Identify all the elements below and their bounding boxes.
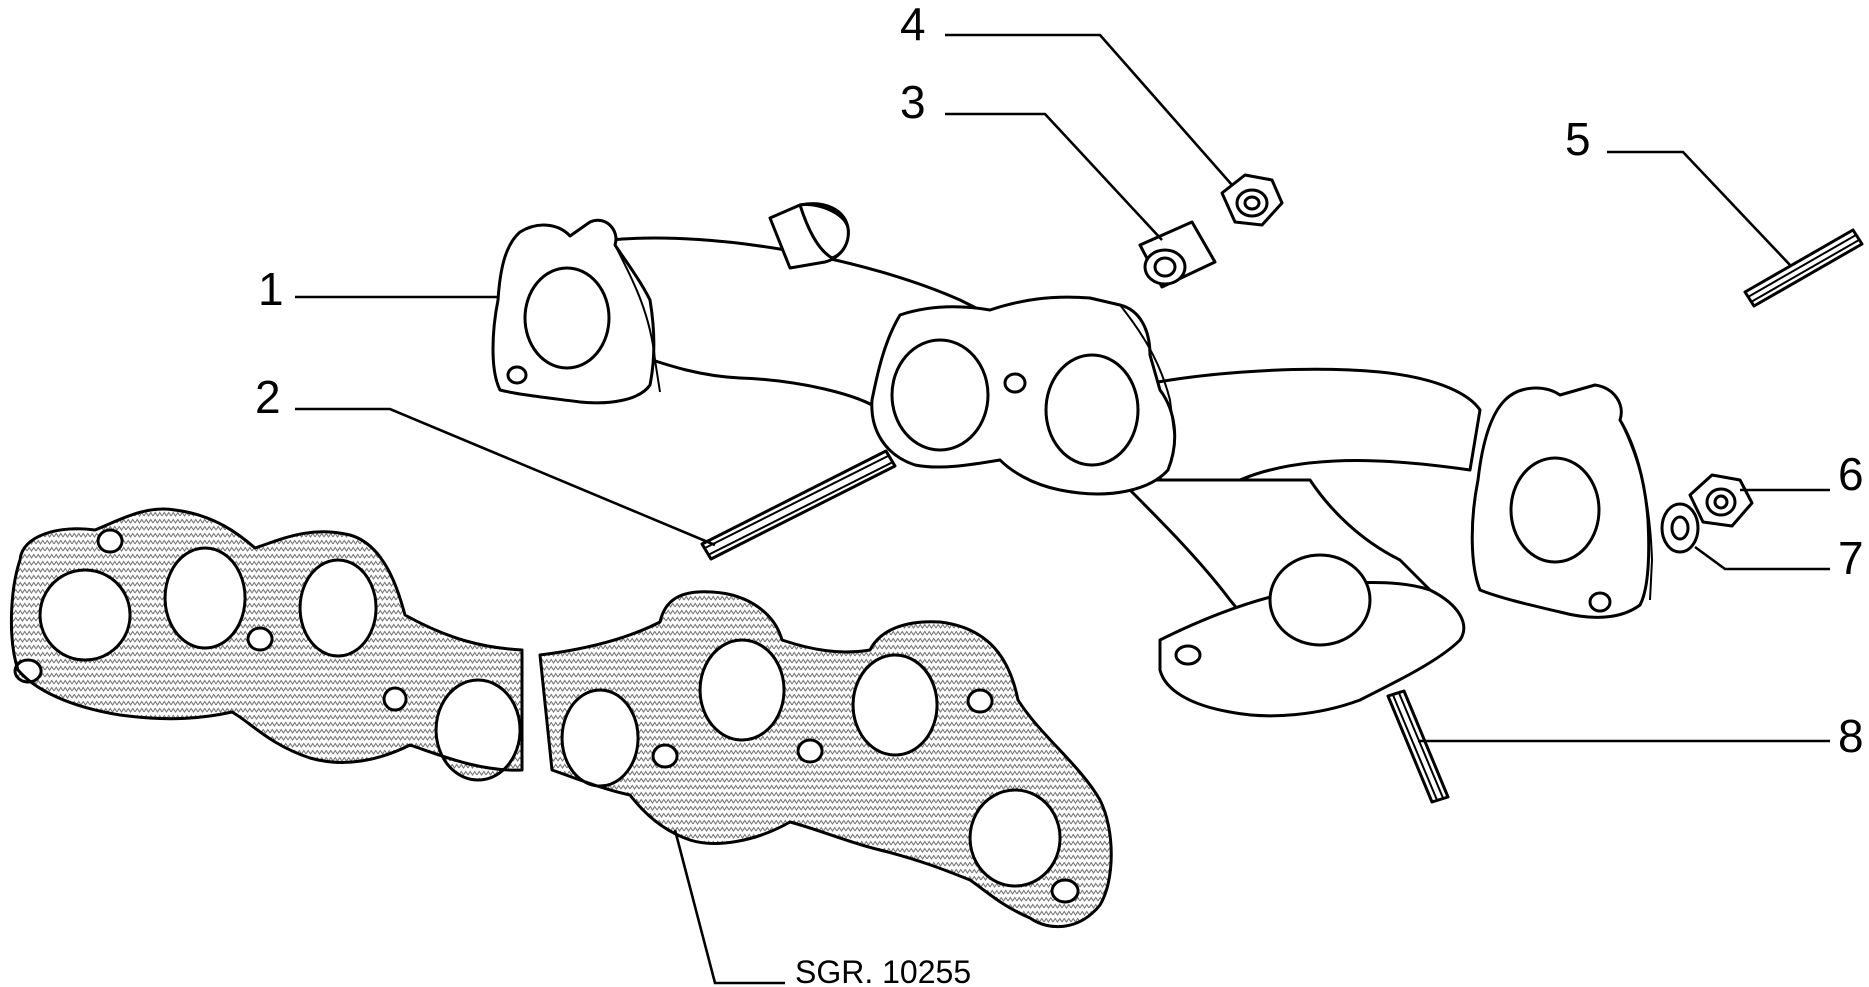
callout-1: 1 bbox=[258, 263, 284, 315]
port-bolt-hole-right bbox=[1588, 591, 1612, 613]
gasket-right-section bbox=[538, 590, 1113, 929]
port-bolt-hole-left bbox=[506, 365, 528, 385]
port-flange-right-edge bbox=[1619, 419, 1654, 601]
callout-4: 4 bbox=[900, 0, 926, 50]
callout-8: 8 bbox=[1838, 710, 1864, 762]
leader-line-7 bbox=[1694, 545, 1830, 571]
callout-6: 6 bbox=[1838, 448, 1864, 500]
leader-line-ref bbox=[673, 829, 785, 985]
outlet-bore bbox=[1268, 553, 1372, 647]
callout-7: 7 bbox=[1838, 532, 1864, 584]
outlet-bolt-hole bbox=[1174, 644, 1202, 666]
port-bore-center-left bbox=[890, 338, 990, 452]
spacer-sleeve-icon bbox=[1138, 220, 1217, 289]
leader-line-2 bbox=[295, 407, 716, 547]
callout-3: 3 bbox=[900, 76, 926, 128]
port-bore-center-right bbox=[1044, 353, 1140, 467]
hex-nut-icon bbox=[1220, 173, 1284, 227]
manifold-nipple-cap bbox=[798, 202, 850, 260]
leader-line-4 bbox=[945, 33, 1233, 186]
port-bore-left bbox=[523, 266, 611, 370]
exhaust-manifold-icon bbox=[491, 202, 1654, 718]
callout-5: 5 bbox=[1565, 113, 1591, 165]
manifold-gasket-icon bbox=[9, 507, 1113, 929]
reference-code: SGR. 10255 bbox=[795, 954, 971, 987]
leader-line-5 bbox=[1607, 150, 1791, 266]
callout-2: 2 bbox=[255, 371, 281, 423]
washer-icon bbox=[1660, 502, 1700, 554]
port-bore-right bbox=[1509, 456, 1601, 564]
port-flange-center-edge bbox=[1119, 304, 1176, 441]
outlet-stud-icon bbox=[1386, 689, 1450, 804]
hex-nut-icon bbox=[1688, 473, 1754, 528]
long-stud-icon bbox=[700, 449, 897, 561]
port-flange-left-edge bbox=[614, 244, 661, 393]
leader-line-3 bbox=[945, 112, 1163, 241]
port-bolt-hole-center bbox=[1003, 372, 1027, 394]
short-stud-icon bbox=[1743, 228, 1864, 308]
gasket-left-section bbox=[9, 507, 524, 782]
